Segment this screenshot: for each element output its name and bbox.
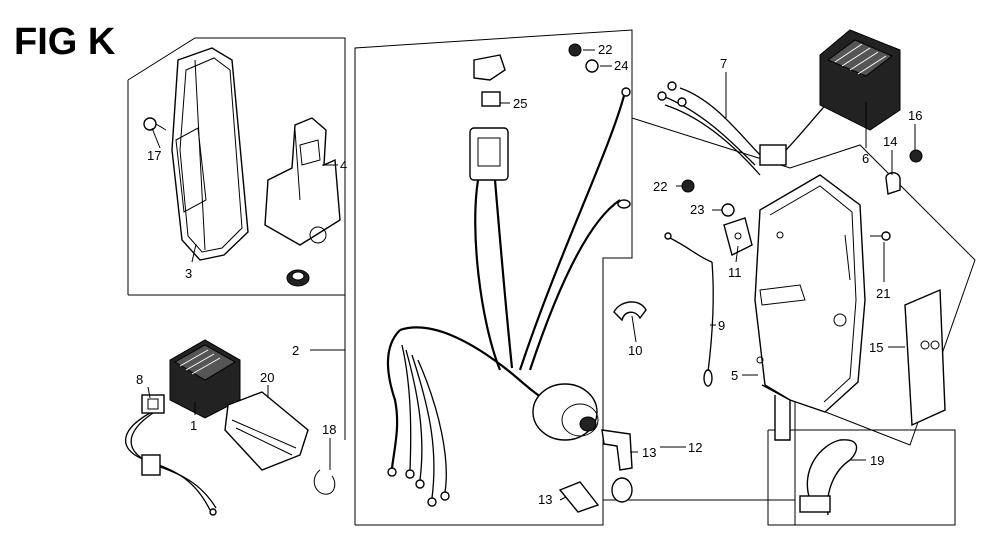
screw-part-21 [870,231,891,241]
callout-24: 24 [614,58,628,73]
wire-harness-lower-left [124,412,217,516]
pad-part-20 [224,391,309,471]
callout-18: 18 [322,422,336,437]
band-part-19 [799,439,858,516]
main-harness-part-12 [386,87,631,507]
callout-1: 1 [190,418,197,433]
callout-3: 3 [185,266,192,281]
callout-7: 7 [720,56,727,71]
callout-2: 2 [292,343,299,358]
ignition-switch [532,383,599,441]
ground-wire-part-9 [664,232,714,387]
key-part-13-lower [558,477,633,513]
wire-part-7 [657,81,836,176]
group-outline-center [354,29,633,526]
callout-leaders [147,49,916,501]
callout-21: 21 [876,286,890,301]
callout-8: 8 [136,372,143,387]
callout-22-top: 22 [598,42,612,57]
callout-10: 10 [628,343,642,358]
bolt-part-16 [909,149,923,163]
washer-part-22-top [568,43,582,57]
clip-part-10 [613,301,647,322]
washer-part-23 [721,203,735,217]
group-outline-bottom-right [767,429,956,526]
screw-part-17 [143,117,167,131]
callout-22-right: 22 [653,179,667,194]
clip-part-18 [313,469,336,495]
bracket-part-4 [264,117,341,246]
key-part-13-upper [601,429,633,471]
connector-part-8 [141,394,165,414]
washer-part-24 [585,59,599,73]
callout-4: 4 [340,158,347,173]
callout-13-lower: 13 [538,492,552,507]
callout-5: 5 [731,368,738,383]
cover-part-3 [171,47,249,261]
control-box-part-5 [754,174,866,441]
washer-part-22-right [681,179,695,193]
callout-19: 19 [870,453,884,468]
group-outline-left [127,37,346,440]
fuse-holder-part-25 [469,54,509,181]
callout-16: 16 [908,108,922,123]
callout-20: 20 [260,370,274,385]
callout-9: 9 [718,318,725,333]
callout-6: 6 [862,151,869,166]
figure-title: FIG K [14,21,116,63]
grommet [286,269,310,287]
callout-25: 25 [513,96,527,111]
label-plate-part-15 [904,288,946,427]
callout-12: 12 [688,440,702,455]
callout-14: 14 [883,134,897,149]
clamp-part-14 [885,172,901,195]
callout-23: 23 [690,202,704,217]
callout-11: 11 [728,265,742,280]
callout-17: 17 [147,148,161,163]
callout-13-upper: 13 [642,445,656,460]
callout-15: 15 [869,340,883,355]
terminal-part-11 [723,217,753,257]
regulator-part-6 [819,29,901,131]
